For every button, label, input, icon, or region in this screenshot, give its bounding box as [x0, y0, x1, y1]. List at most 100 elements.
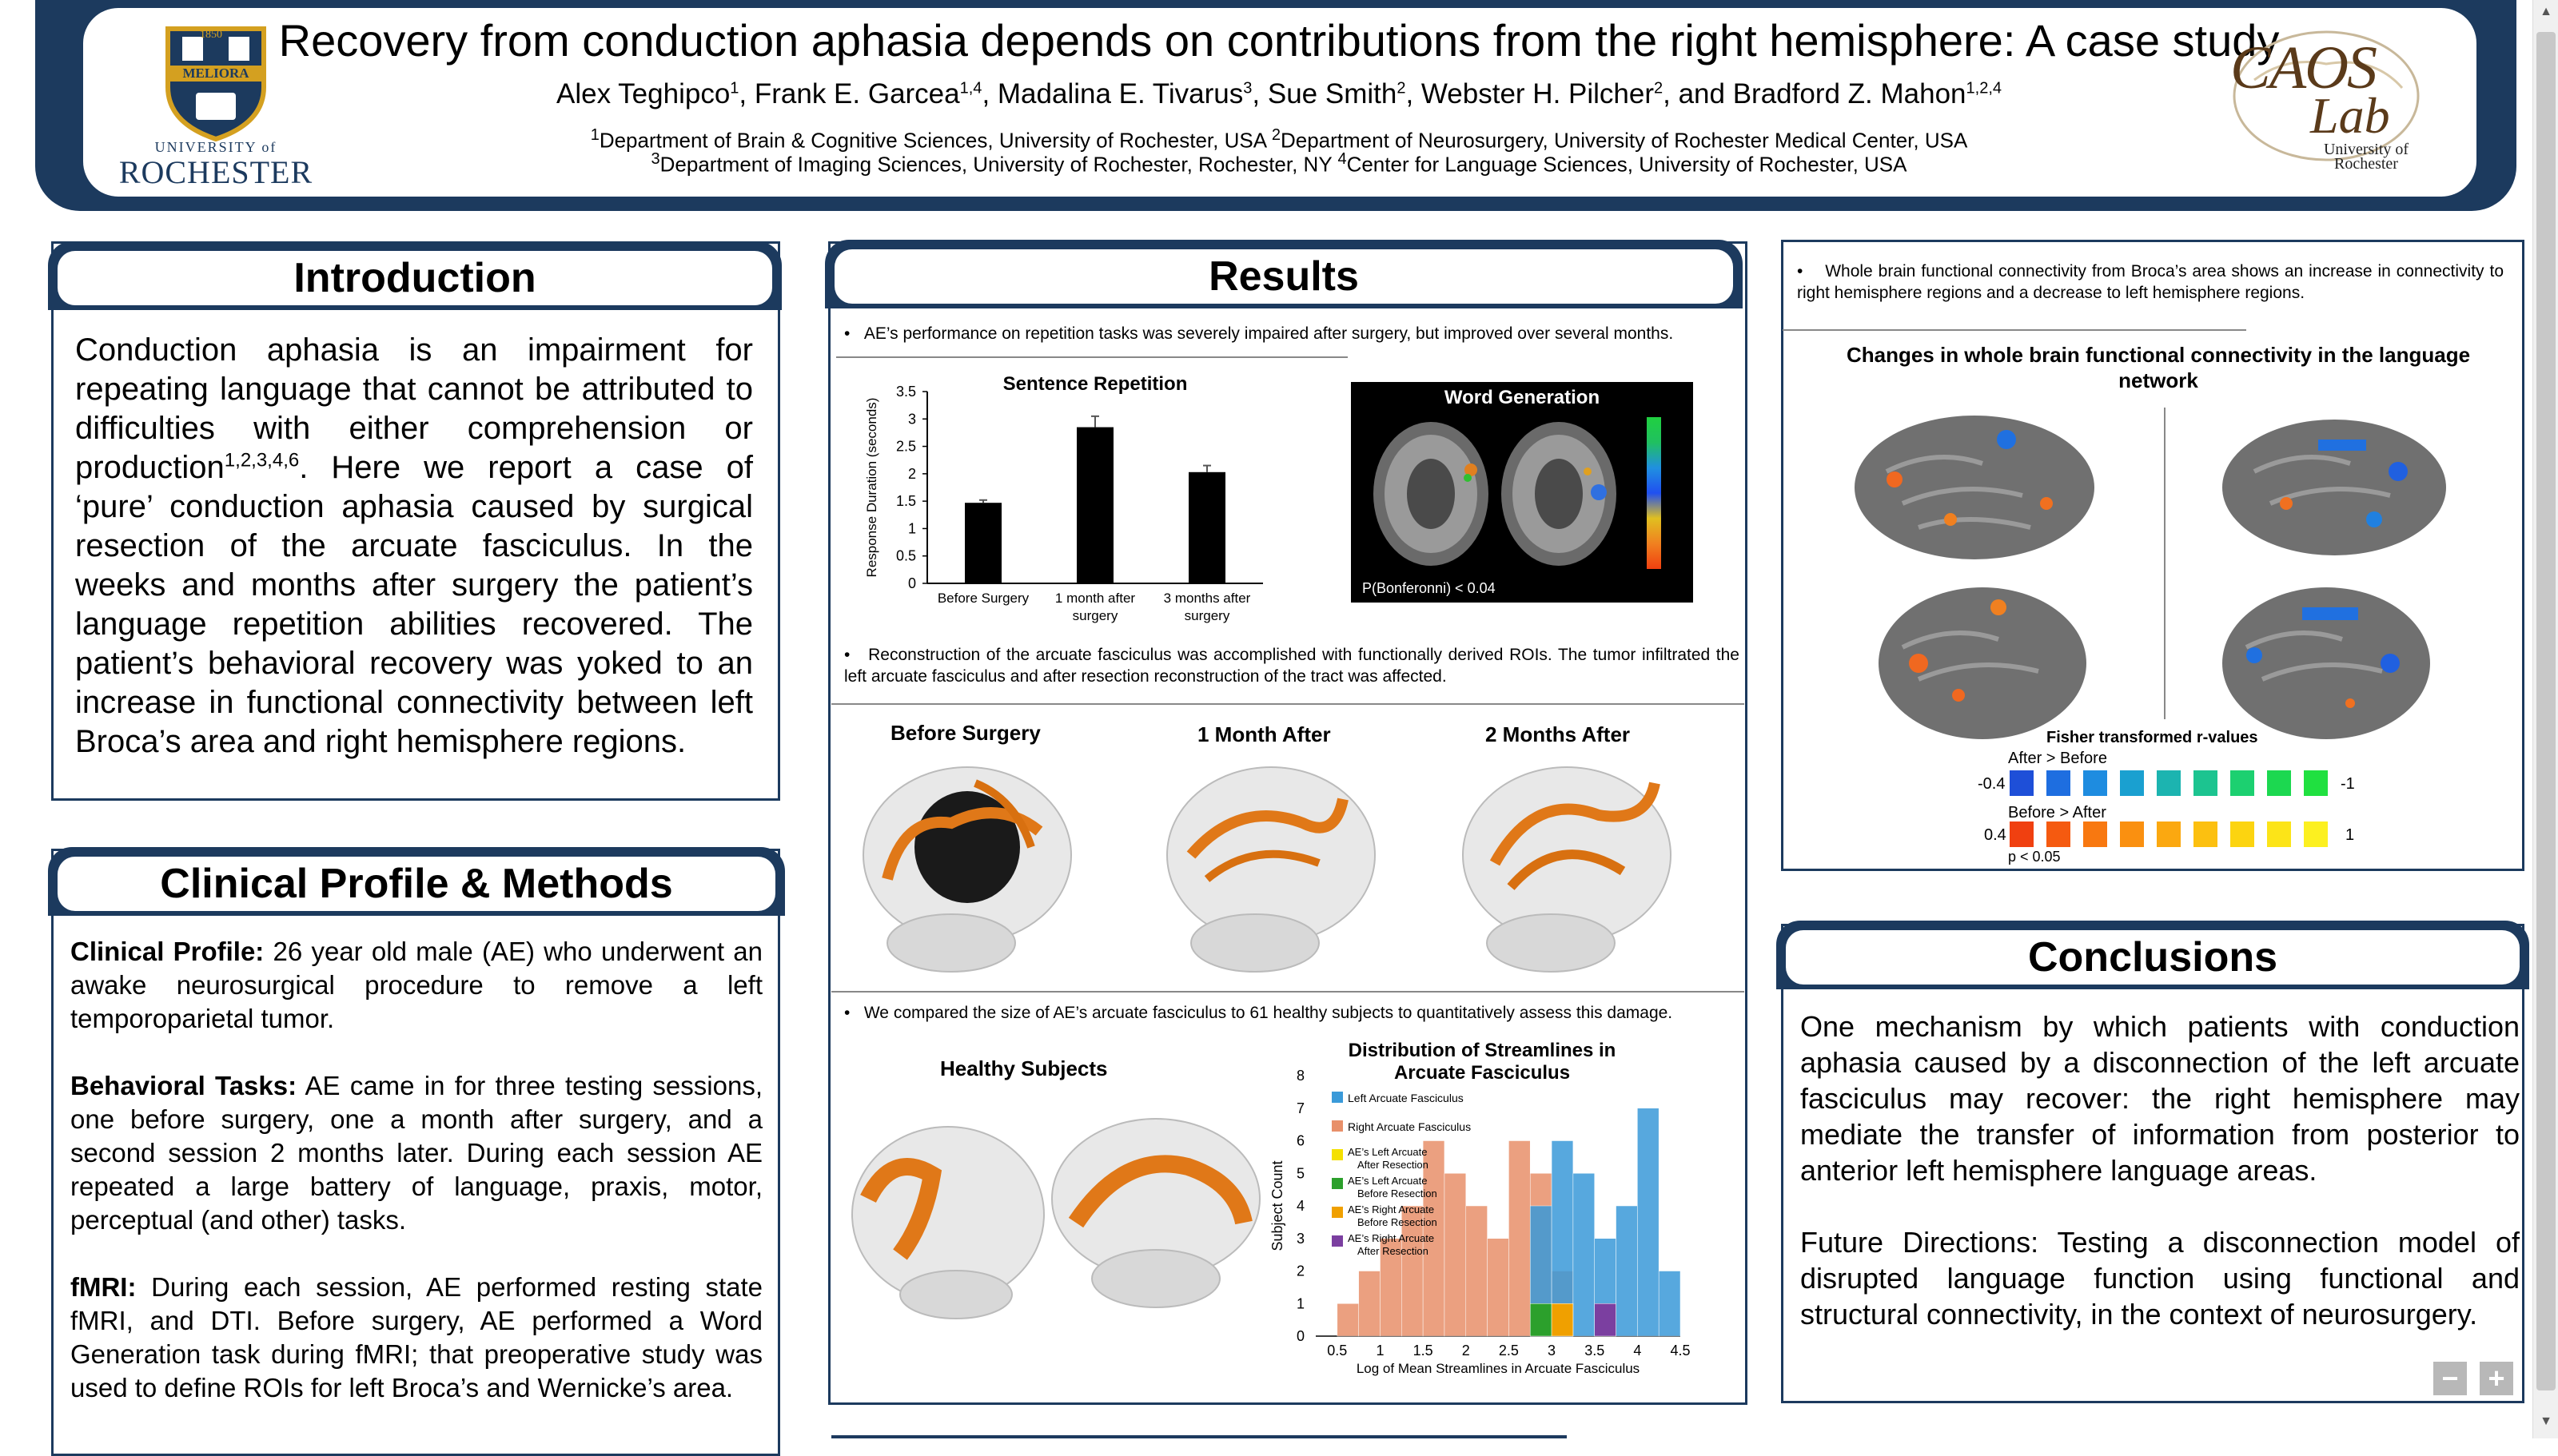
- legend-title: Fisher transformed r-values: [2046, 729, 2258, 746]
- histogram-bar: [1658, 1271, 1681, 1337]
- legend-swatch: [2157, 770, 2181, 796]
- x-axis-label: Log of Mean Streamlines in Arcuate Fasci…: [1357, 1361, 1640, 1376]
- lab-text: Lab: [2310, 87, 2390, 144]
- x-tick-label: 1 month after: [1055, 591, 1136, 606]
- x-tick-label: surgery: [1073, 608, 1118, 623]
- methods-body: Clinical Profile: 26 year old male (AE) …: [70, 935, 763, 1405]
- y-tick-label: 3: [1297, 1231, 1305, 1247]
- legend-swatch: [2267, 821, 2291, 847]
- methods-item-behavioral: Behavioral Tasks: AE came in for three t…: [70, 1069, 763, 1237]
- legend-swatch: [2304, 821, 2328, 847]
- x-tick-label: surgery: [1185, 608, 1230, 623]
- legend-before-label: Before > After: [2008, 804, 2106, 821]
- chart-title: Sentence Repetition: [1003, 373, 1188, 395]
- brain-before-surgery: [863, 766, 1072, 973]
- caos-place-text: Rochester: [2334, 155, 2398, 173]
- divider: [836, 356, 1348, 358]
- intro-citation: 1,2,3,4,6: [224, 449, 300, 471]
- legend-label: AE’s Right Arcuate: [1348, 1232, 1434, 1244]
- legend-before-min: 0.4: [1984, 826, 2006, 844]
- results-bullet-2: • Reconstruction of the arcuate fascicul…: [844, 646, 1739, 686]
- scroll-up-icon[interactable]: ▲: [2540, 5, 2552, 18]
- divider: [1783, 329, 2246, 331]
- zoom-out-button[interactable]: −: [2433, 1362, 2467, 1395]
- x-tick-label: 1: [1376, 1343, 1384, 1359]
- bar: [1189, 471, 1225, 583]
- histogram-bar: [1358, 1271, 1381, 1337]
- chart-title: Distribution of Streamlines in: [1349, 1040, 1616, 1061]
- histogram-bar: [1529, 1303, 1552, 1337]
- x-tick-label: 3.5: [1584, 1343, 1604, 1359]
- zoom-in-button[interactable]: +: [2480, 1362, 2513, 1395]
- histogram-bar: [1508, 1140, 1531, 1337]
- y-tick-label: 7: [1297, 1100, 1305, 1116]
- scroll-down-icon[interactable]: ▼: [2540, 1414, 2552, 1428]
- author-affiliation-mark: 1,4: [959, 79, 982, 97]
- y-axis-label: Subject Count: [1269, 1160, 1285, 1251]
- connectivity-bullet-text: Whole brain functional connectivity from…: [1797, 262, 2504, 302]
- methods-item-clinical: Clinical Profile: 26 year old male (AE) …: [70, 935, 763, 1036]
- y-tick-label: 1: [908, 520, 916, 536]
- results-bullet-3: • We compared the size of AE’s arcuate f…: [844, 1004, 1673, 1022]
- divider: [831, 703, 1744, 705]
- legend-swatch: [1332, 1120, 1343, 1132]
- methods-label-behavioral: Behavioral Tasks:: [70, 1071, 297, 1100]
- header-inner: [83, 8, 2476, 197]
- methods-text-fmri: During each session, AE performed restin…: [70, 1272, 763, 1402]
- caos-text: CAOS: [2230, 34, 2377, 101]
- legend-before-swatches: [2010, 821, 2328, 847]
- y-tick-label: 2: [1297, 1263, 1305, 1279]
- legend-after-max: -1: [2341, 775, 2355, 793]
- logo-motto: MELIORA: [182, 66, 249, 81]
- scrollbar-thumb[interactable]: [2536, 32, 2556, 1390]
- legend-label: Before Resection: [1357, 1187, 1437, 1199]
- poster-title: Recovery from conduction aphasia depends…: [278, 15, 2280, 66]
- author-name: Sue Smith: [1267, 78, 1397, 109]
- affiliations-line-1: 1Department of Brain & Cognitive Science…: [0, 126, 2558, 153]
- conclusions-body: One mechanism by which patients with con…: [1800, 1008, 2520, 1332]
- y-tick-label: 3: [908, 411, 916, 427]
- affiliation-mark: 2: [1271, 126, 1281, 144]
- introduction-panel: [51, 241, 780, 801]
- results-heading: Results: [835, 249, 1733, 304]
- y-tick-label: 2: [908, 466, 916, 482]
- histogram-bar: [1616, 1205, 1638, 1337]
- legend-swatch: [2193, 770, 2217, 796]
- vertical-scrollbar[interactable]: ▲ ▼: [2532, 0, 2558, 1438]
- logo-university-of: UNIVERSITY of: [154, 139, 277, 155]
- brain-right-medial: [2222, 587, 2430, 739]
- results-bullet-1-text: AE’s performance on repetition tasks was…: [863, 324, 1674, 343]
- y-axis-label: Response Duration (seconds): [864, 398, 879, 578]
- legend-label: AE’s Left Arcuate: [1348, 1175, 1428, 1187]
- author-affiliation-mark: 2: [1397, 79, 1406, 97]
- legend-swatch: [2267, 770, 2291, 796]
- affiliation-text: Center for Language Sciences, University…: [1346, 152, 1907, 177]
- intro-text-part1: Conduction aphasia is an impairment for …: [75, 332, 753, 485]
- legend-label: Right Arcuate Fasciculus: [1348, 1120, 1471, 1133]
- x-tick-label: 4.5: [1670, 1343, 1690, 1359]
- y-tick-label: 1: [1297, 1295, 1305, 1311]
- histogram-bar: [1551, 1303, 1574, 1337]
- legend-swatch: [2010, 770, 2034, 796]
- affiliation-text: Department of Imaging Sciences, Universi…: [659, 152, 1338, 177]
- bar: [1077, 427, 1114, 583]
- tract-label-2months: 2 Months After: [1485, 722, 1631, 746]
- legend-swatch: [2120, 821, 2144, 847]
- legend-swatch: [2230, 821, 2254, 847]
- caos-lab-logo: CAOS Lab University of Rochester: [2222, 24, 2430, 184]
- methods-item-fmri: fMRI: During each session, AE performed …: [70, 1271, 763, 1405]
- conclusions-header: Conclusions: [1776, 921, 2529, 989]
- results-bullet-2-text: Reconstruction of the arcuate fasciculus…: [844, 646, 1739, 686]
- x-tick-label: 2.5: [1499, 1343, 1519, 1359]
- legend-swatch: [1332, 1149, 1343, 1160]
- histogram-bar: [1594, 1303, 1616, 1337]
- chart-title: Arcuate Fasciculus: [1394, 1062, 1570, 1084]
- legend-label: After Resection: [1357, 1245, 1428, 1257]
- y-tick-label: 3.5: [896, 384, 916, 400]
- conclusions-future: Future Directions: Testing a disconnecti…: [1800, 1226, 2520, 1331]
- author-name: Frank E. Garcea: [754, 78, 960, 109]
- y-tick-label: 8: [1297, 1068, 1305, 1084]
- methods-header: Clinical Profile & Methods: [48, 847, 785, 916]
